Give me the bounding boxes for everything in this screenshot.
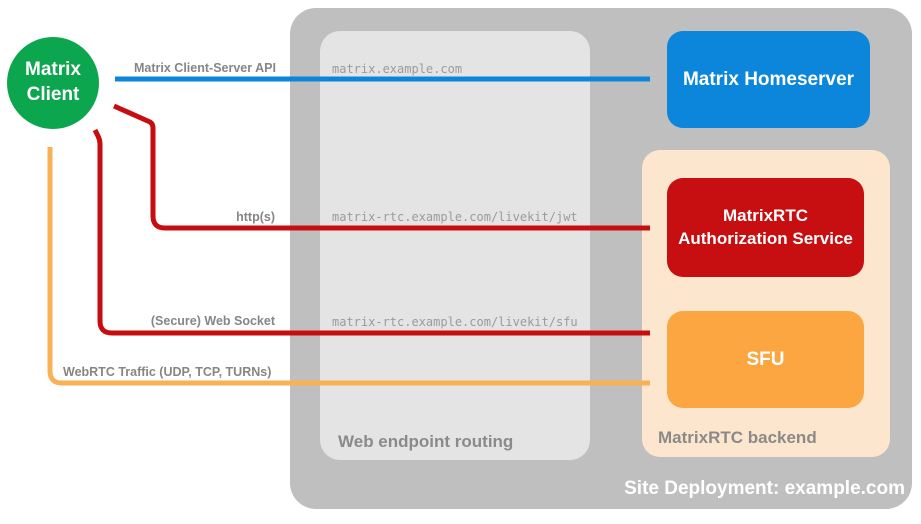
endpoint-matrix-example-com: matrix.example.com	[332, 62, 463, 76]
matrix-client-node: Matrix Client	[7, 37, 99, 129]
matrixrtc-backend-label: MatrixRTC backend	[658, 428, 817, 447]
web-endpoint-routing-box	[320, 31, 590, 460]
matrixrtc-authorization-service-node: MatrixRTC Authorization Service	[667, 178, 864, 277]
label-secure-web-socket: (Secure) Web Socket	[150, 314, 275, 328]
label-https: http(s)	[236, 210, 275, 224]
web-endpoint-routing-label: Web endpoint routing	[338, 432, 514, 451]
label-webrtc-traffic: WebRTC Traffic (UDP, TCP, TURNs)	[63, 365, 272, 379]
endpoint-livekit-jwt: matrix-rtc.example.com/livekit/jwt	[332, 210, 578, 224]
site-deployment-label: Site Deployment: example.com	[624, 478, 905, 499]
sfu-label: SFU	[746, 348, 785, 370]
matrix-homeserver-node: Matrix Homeserver	[667, 31, 870, 128]
label-matrix-client-server-api: Matrix Client-Server API	[134, 61, 276, 75]
matrix-client-label: Matrix Client	[25, 59, 81, 105]
matrixrtc-authorization-service-label: MatrixRTC Authorization Service	[678, 206, 853, 248]
matrix-homeserver-label: Matrix Homeserver	[682, 68, 855, 90]
sfu-node: SFU	[667, 311, 864, 408]
endpoint-livekit-sfu: matrix-rtc.example.com/livekit/sfu	[332, 315, 578, 329]
